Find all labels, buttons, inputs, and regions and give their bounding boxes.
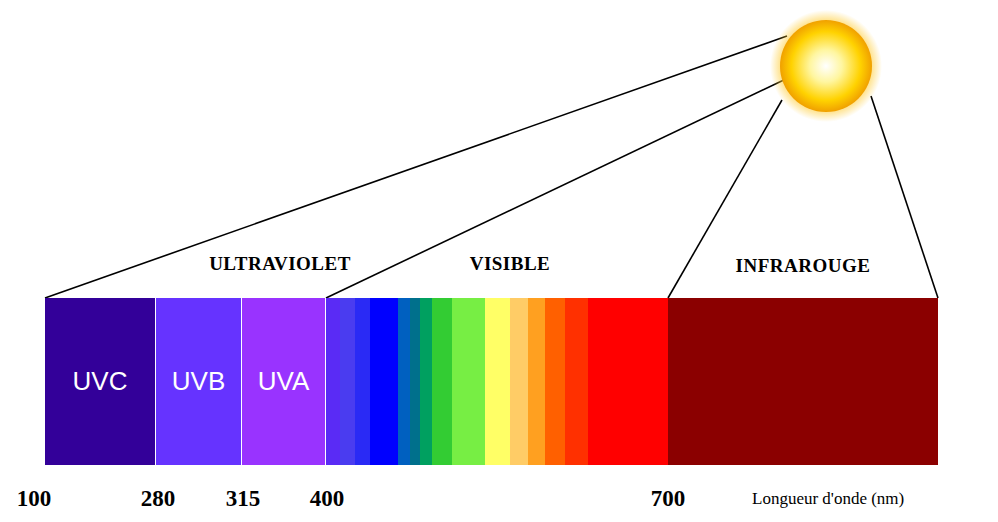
spectrum-stripe [370,298,399,465]
sun [780,20,872,112]
spectrum-stripe [452,298,486,465]
band-label: UVB [172,366,225,397]
spectrum-stripe [410,298,421,465]
spectrum-stripe [340,298,356,465]
uv-band: UVB [156,298,242,465]
region-title: INFRAROUGE [734,256,873,277]
spectrum-stripe [420,298,433,465]
spectrum-stripe [545,298,566,465]
axis-number: 100 [17,486,52,511]
spectrum-stripe [565,298,589,465]
spectrum-stripe [355,298,371,465]
spectrum-stripe [528,298,546,465]
spectrum-stripe [432,298,453,465]
spectrum-stripe [485,298,511,465]
visible-spectrum [326,298,669,465]
region-title: ULTRAVIOLET [207,254,353,275]
uv-band: UVA [242,298,326,465]
spectrum-stripe [588,298,669,465]
spectrum-stripe [510,298,529,465]
spectrum-stripe [398,298,411,465]
uv-band: UVC [45,298,156,465]
axis-number: 700 [651,486,686,511]
axis-number: 280 [141,486,176,511]
axis-title: Longueur d'onde (nm) [752,490,904,509]
band-label: UVA [258,366,310,397]
axis-number: 315 [226,486,261,511]
sun-halo [770,10,882,122]
infrared-band [668,298,938,465]
spectrum-stripe [326,298,341,465]
band-label: UVC [73,366,128,397]
region-title: VISIBLE [468,254,553,275]
axis-number: 400 [310,486,345,511]
